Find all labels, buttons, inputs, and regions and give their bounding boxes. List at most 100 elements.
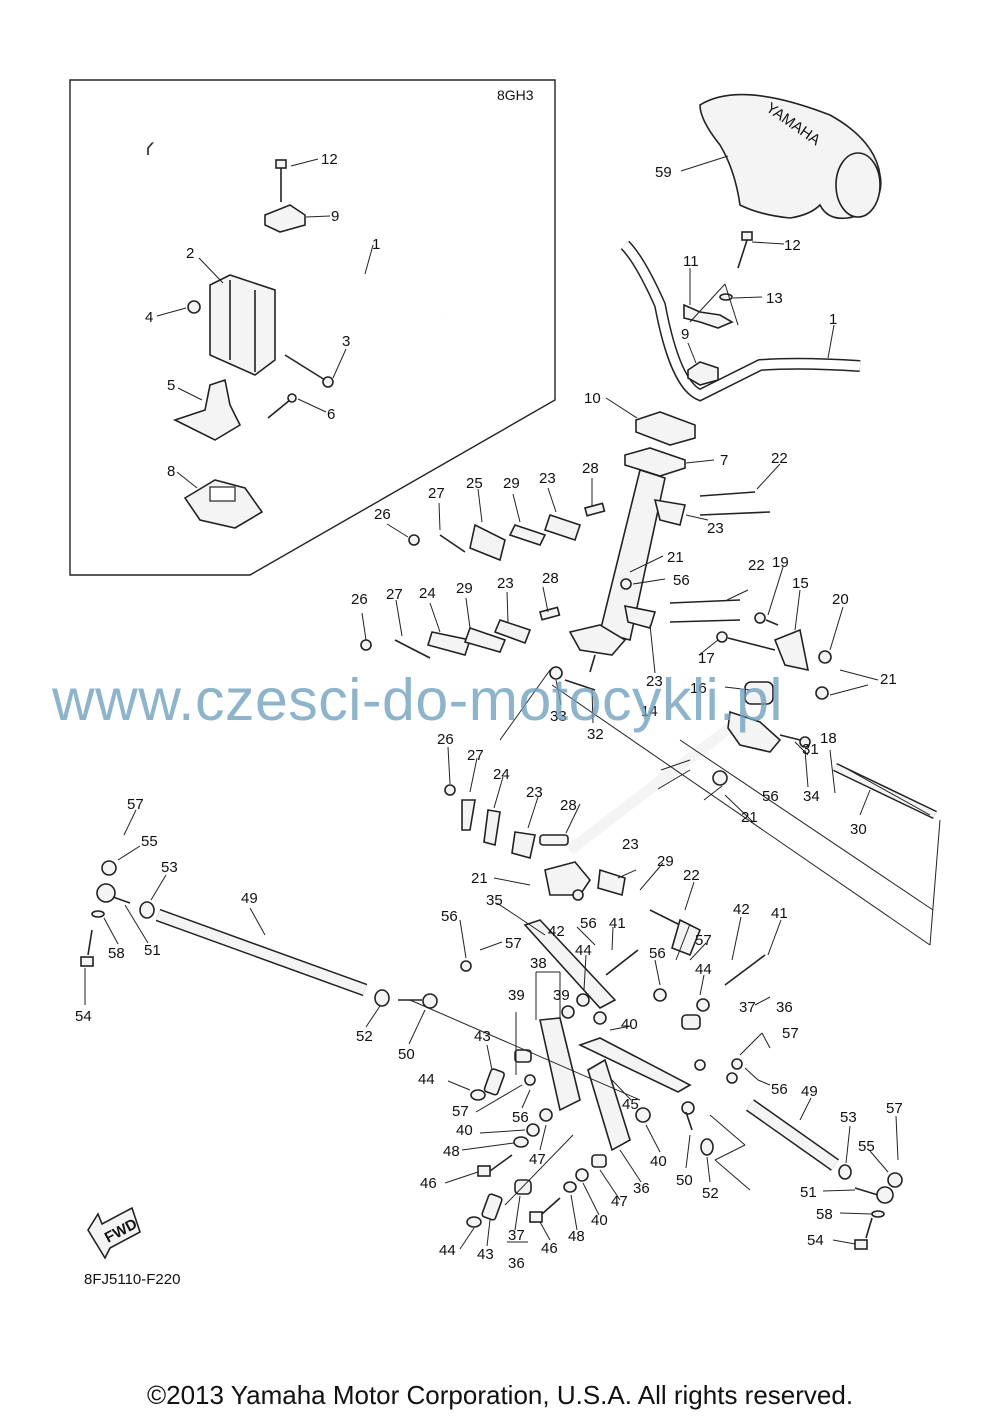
callout-32: 32 bbox=[587, 726, 604, 743]
link-22-lower bbox=[649, 909, 702, 957]
callout-50-b: 50 bbox=[676, 1172, 693, 1189]
callout-5-inset: 5 bbox=[167, 377, 175, 394]
callout-9-inset: 9 bbox=[331, 208, 339, 225]
callout-37-b: 37 bbox=[508, 1227, 525, 1244]
callout-47-b: 47 bbox=[611, 1193, 628, 1210]
callout-53-b: 53 bbox=[840, 1109, 857, 1126]
callout-43-a: 43 bbox=[474, 1028, 491, 1045]
callout-57-a: 57 bbox=[127, 796, 144, 813]
inset-clamp-9 bbox=[264, 204, 306, 233]
callout-33: 33 bbox=[550, 708, 567, 725]
bolt-17 bbox=[716, 631, 776, 651]
inset-pad-8 bbox=[183, 479, 264, 529]
callout-1: 1 bbox=[829, 311, 837, 328]
clamp-11 bbox=[683, 303, 734, 329]
bushing-40-d bbox=[575, 1168, 589, 1182]
callout-23-d: 23 bbox=[646, 673, 663, 690]
callout-53-a: 53 bbox=[161, 859, 178, 876]
fwd-arrow-icon: FWD bbox=[87, 1206, 141, 1260]
callout-44-b: 44 bbox=[695, 961, 712, 978]
sleeve-43-a bbox=[483, 1068, 505, 1096]
callout-39-a: 39 bbox=[508, 987, 525, 1004]
link-35 bbox=[523, 919, 617, 1009]
callout-20: 20 bbox=[832, 591, 849, 608]
nut-34 bbox=[799, 736, 811, 748]
callout-22-b: 22 bbox=[748, 557, 765, 574]
callout-39-b: 39 bbox=[553, 987, 570, 1004]
callout-41-b: 41 bbox=[609, 915, 626, 932]
nut-56-b bbox=[653, 988, 667, 1002]
clamp-9 bbox=[687, 361, 719, 386]
callout-54-a: 54 bbox=[75, 1008, 92, 1025]
callout-40-a: 40 bbox=[621, 1016, 638, 1033]
sleeve-43-b bbox=[481, 1193, 503, 1221]
inset-bolt-12 bbox=[275, 159, 287, 202]
callout-44-d: 44 bbox=[439, 1242, 456, 1259]
callout-23-b: 23 bbox=[707, 520, 724, 537]
bushing-37-a bbox=[681, 1014, 701, 1030]
washer-44-a bbox=[576, 993, 590, 1007]
nut-33 bbox=[549, 666, 563, 680]
callout-6-inset: 6 bbox=[327, 406, 335, 423]
callout-16: 16 bbox=[690, 680, 707, 697]
rod-end-51-left bbox=[96, 883, 131, 904]
callout-10: 10 bbox=[584, 390, 601, 407]
washer-58-right bbox=[871, 1210, 885, 1218]
callout-12-inset: 12 bbox=[321, 151, 338, 168]
upper-link-set bbox=[408, 491, 771, 562]
callout-36-a: 36 bbox=[776, 999, 793, 1016]
callout-44-a: 44 bbox=[575, 942, 592, 959]
nut-56-upper bbox=[712, 770, 728, 786]
callout-50-a: 50 bbox=[398, 1046, 415, 1063]
callout-58-b: 58 bbox=[816, 1206, 833, 1223]
callout-29-b: 29 bbox=[456, 580, 473, 597]
callout-38: 38 bbox=[530, 955, 547, 972]
callout-57-c: 57 bbox=[695, 932, 712, 949]
callout-24-b: 24 bbox=[493, 766, 510, 783]
bolt-12 bbox=[737, 231, 753, 269]
callout-30: 30 bbox=[850, 821, 867, 838]
nut-53-right bbox=[838, 1164, 852, 1180]
callout-36-c: 36 bbox=[508, 1255, 525, 1272]
inset-pad-8-window bbox=[209, 486, 236, 502]
tie-rod-49-right bbox=[745, 1099, 840, 1171]
inset-handlebar bbox=[147, 136, 448, 316]
bolt-41-a bbox=[605, 949, 639, 976]
callout-11: 11 bbox=[683, 253, 699, 270]
callout-37-a: 37 bbox=[739, 999, 756, 1016]
callout-3-inset: 3 bbox=[342, 333, 350, 350]
callout-40-d: 40 bbox=[591, 1212, 608, 1229]
callout-23-c: 23 bbox=[497, 575, 514, 592]
collar-16 bbox=[744, 681, 774, 705]
bolt-46-b bbox=[529, 1197, 561, 1223]
callout-31: 31 bbox=[802, 741, 819, 758]
pivot-23-lower bbox=[597, 868, 626, 897]
callout-57-d: 57 bbox=[782, 1025, 799, 1042]
drag-link-lower bbox=[577, 1037, 692, 1093]
callout-58-a: 58 bbox=[108, 945, 125, 962]
callout-47-a: 47 bbox=[529, 1151, 546, 1168]
bushing-39-a bbox=[561, 1005, 575, 1019]
nut-55-left bbox=[101, 860, 117, 876]
inset-bracket-5 bbox=[172, 378, 242, 441]
callout-14: 14 bbox=[641, 703, 658, 720]
callout-labels: 12 9 1 2 4 3 5 6 8 59 12 11 13 1 9 10 7 … bbox=[75, 151, 903, 1272]
washer-44-d bbox=[466, 1216, 482, 1228]
shaft-30 bbox=[833, 762, 937, 820]
callout-40-c: 40 bbox=[650, 1153, 667, 1170]
nut-56-c bbox=[524, 1074, 536, 1086]
bushing-39-b bbox=[514, 1049, 532, 1063]
callout-27-c: 27 bbox=[467, 747, 484, 764]
tie-rod-49-left bbox=[155, 908, 368, 997]
callout-36-b: 36 bbox=[633, 1180, 650, 1197]
callout-57-e: 57 bbox=[452, 1103, 469, 1120]
callout-49-b: 49 bbox=[801, 1083, 818, 1100]
bolt-46-a bbox=[477, 1154, 513, 1177]
callout-8-inset: 8 bbox=[167, 463, 175, 480]
callout-29-c: 29 bbox=[657, 853, 674, 870]
callout-51-b: 51 bbox=[800, 1184, 817, 1201]
callout-44-c: 44 bbox=[418, 1071, 435, 1088]
callout-52-a: 52 bbox=[356, 1028, 373, 1045]
pivot-base bbox=[544, 861, 591, 896]
